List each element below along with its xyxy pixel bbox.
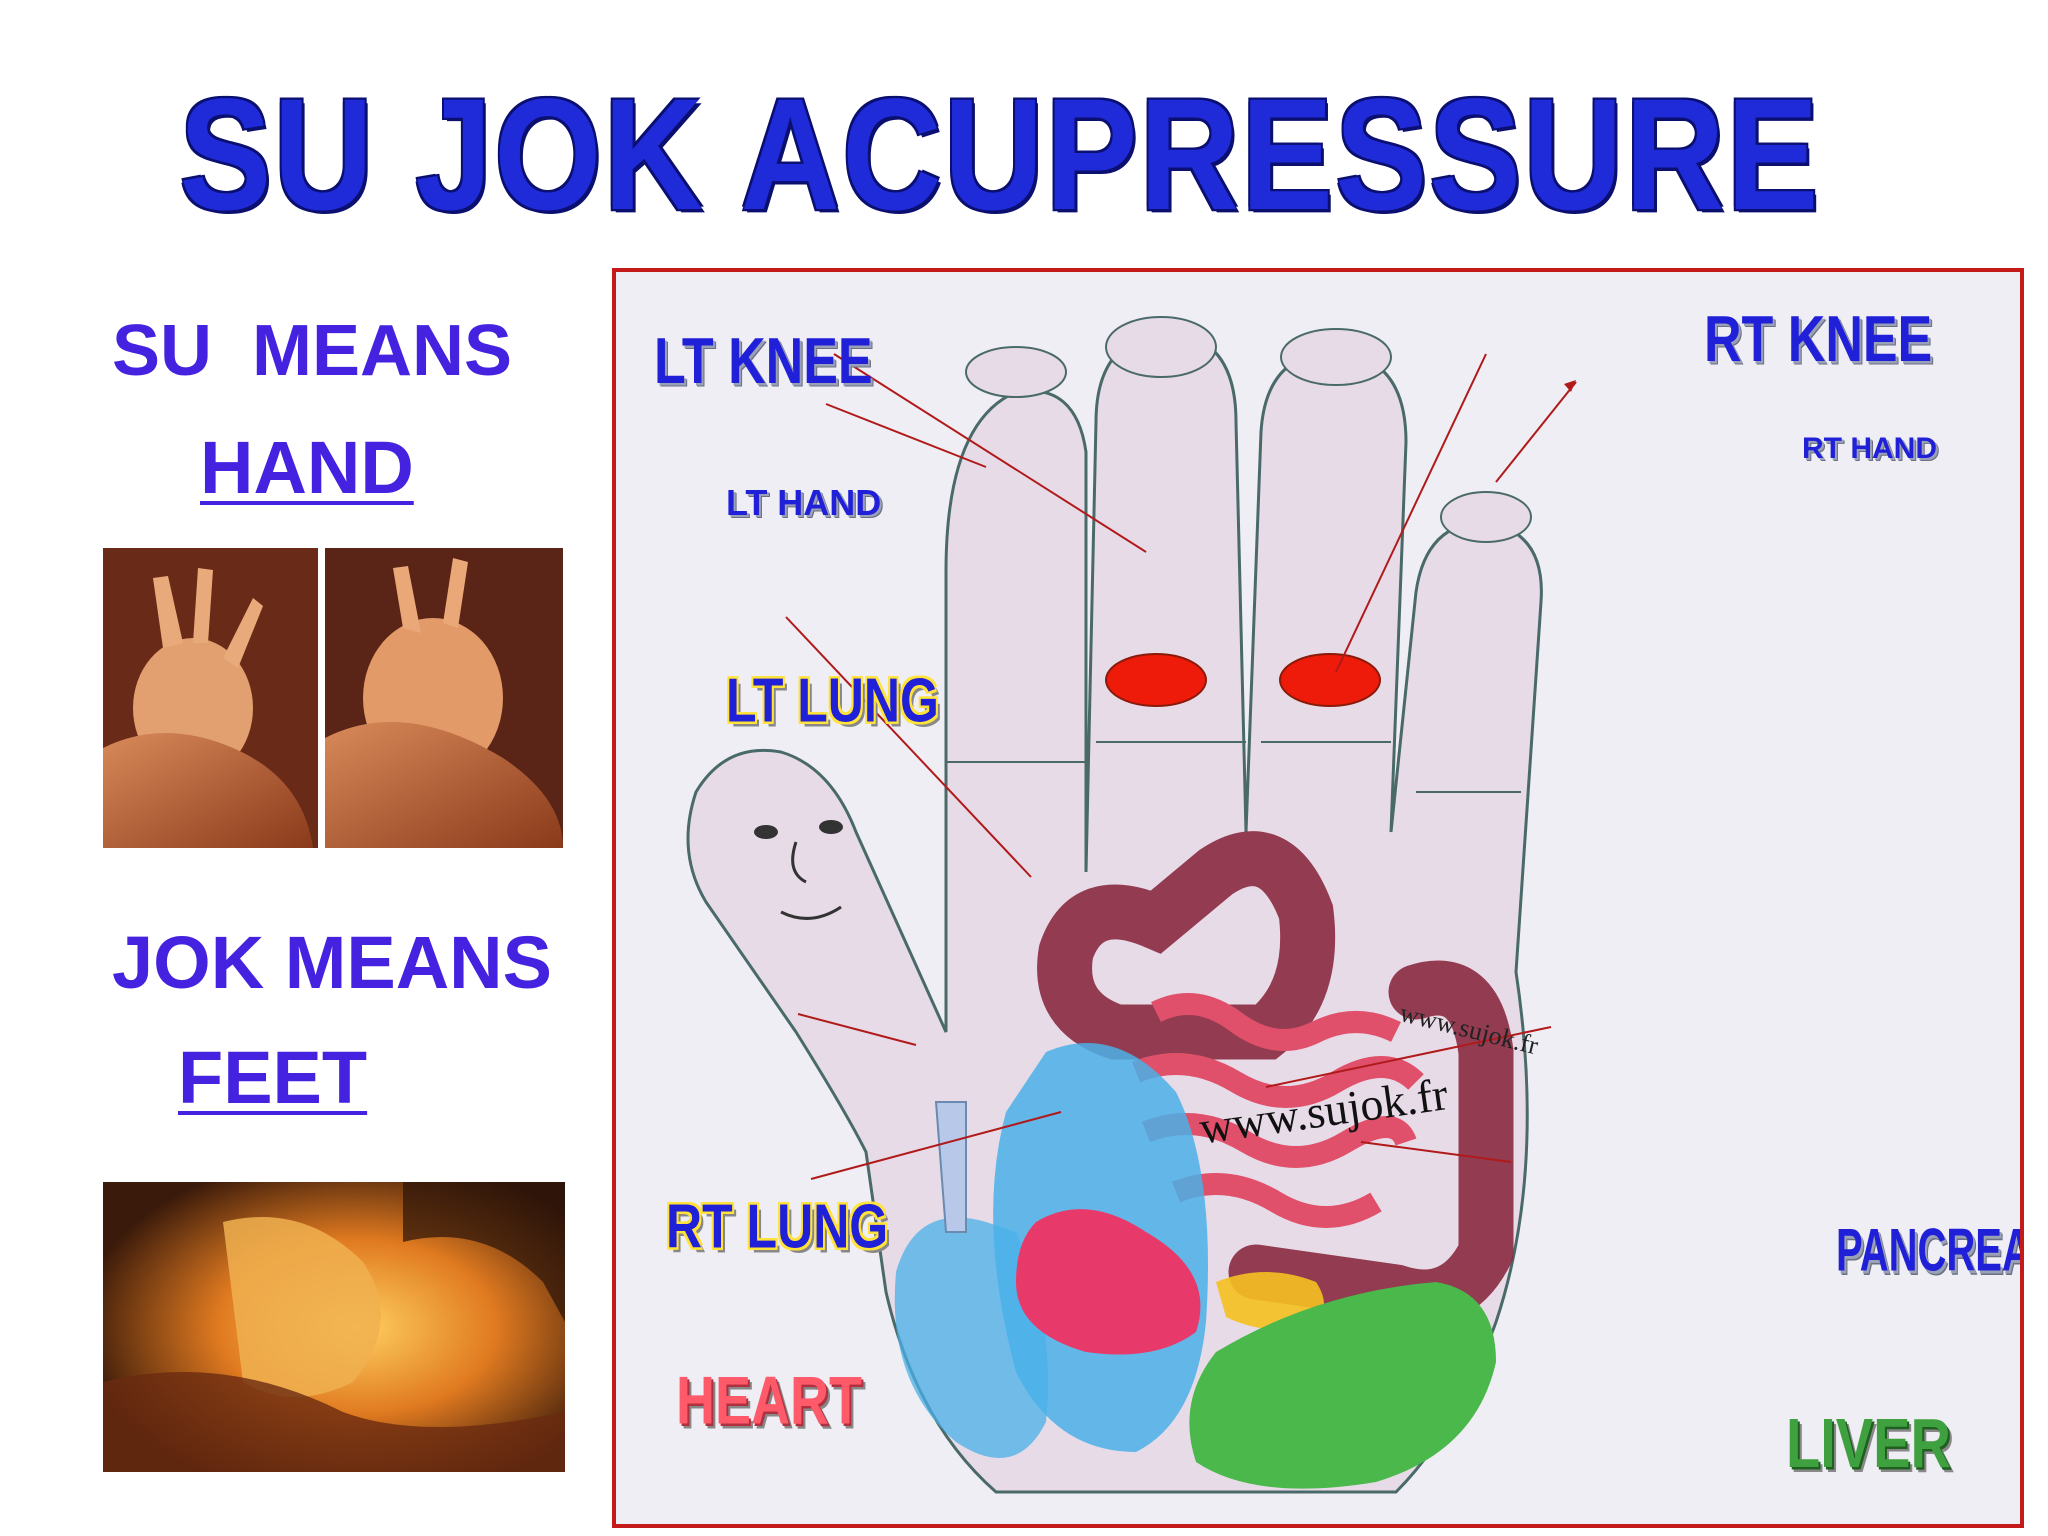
hand-diagram-svg	[686, 316, 1577, 1494]
hand-massage-photo	[103, 548, 563, 848]
label-pancreas: PANCREAS	[1836, 1218, 2020, 1284]
trachea	[934, 1101, 967, 1233]
label-rt-lung: RT LUNG	[666, 1191, 889, 1262]
title-text: SU JOK ACUPRESSURE	[179, 65, 1821, 243]
su-means-text: SU MEANS	[112, 311, 513, 391]
page-title: SU JOK ACUPRESSURE	[140, 60, 1860, 250]
label-rt-hand: RT HAND	[1802, 432, 1937, 465]
small-intestine	[1131, 993, 1424, 1228]
leader-lines	[785, 353, 1577, 1180]
foot-massage-illustration	[103, 1182, 565, 1472]
hand-massage-illustration	[103, 548, 563, 848]
foot-massage-photo	[103, 1182, 565, 1472]
label-lt-knee: LT KNEE	[654, 325, 873, 398]
feet-text: FEET	[178, 1036, 368, 1119]
thumb-face	[754, 820, 843, 920]
right-lung	[894, 1217, 1048, 1458]
hand-diagram-panel: www.sujok.fr www.sujok.fr LT KNEE RT KNE…	[612, 268, 2024, 1528]
lt-knee-point	[1105, 653, 1207, 707]
label-liver: LIVER	[1786, 1403, 1951, 1482]
label-lt-hand: LT HAND	[726, 482, 882, 523]
heart-organ	[1016, 1209, 1201, 1355]
label-lt-lung: LT LUNG	[726, 665, 939, 736]
label-heart: HEART	[676, 1363, 862, 1439]
jok-means-text: JOK MEANS	[112, 921, 552, 1004]
label-rt-knee: RT KNEE	[1704, 303, 1933, 376]
hand-text: HAND	[200, 426, 414, 509]
rt-hand-arrowhead	[1564, 380, 1576, 392]
rt-knee-point	[1279, 653, 1381, 707]
liver-organ	[1189, 1282, 1496, 1489]
fingertip-details	[946, 316, 1532, 793]
